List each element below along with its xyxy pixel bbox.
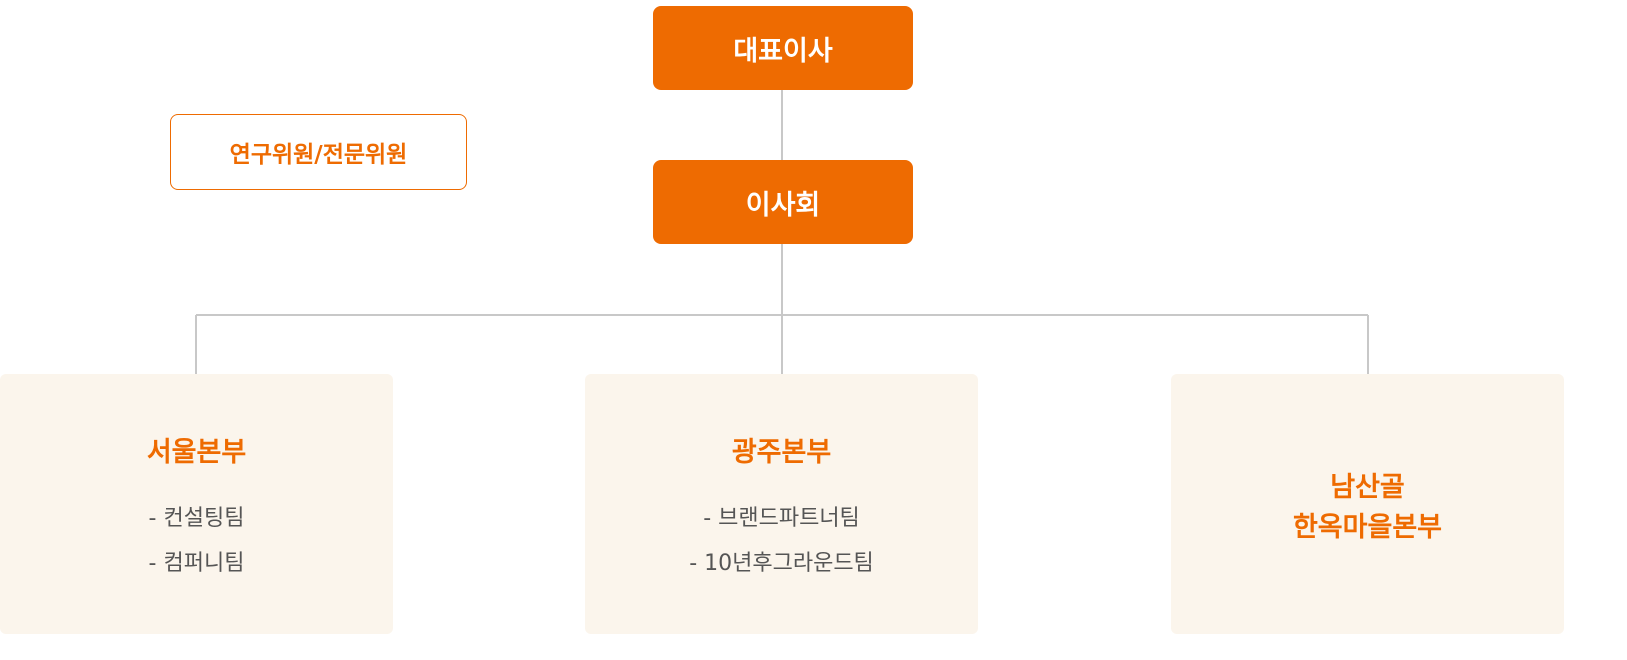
division-gwangju: 광주본부 - 브랜드파트너팀 - 10년후그라운드팀 — [585, 374, 978, 634]
division-title: 남산골 한옥마을본부 — [1171, 468, 1564, 548]
team-item: - 브랜드파트너팀 — [703, 506, 860, 531]
division-title-line: 남산골 — [1330, 472, 1405, 503]
advisors-label: 연구위원/전문위원 — [229, 142, 408, 168]
team-list: - 브랜드파트너팀 - 10년후그라운드팀 — [585, 496, 978, 586]
board-label: 이사회 — [745, 189, 821, 221]
advisors-node: 연구위원/전문위원 — [170, 114, 467, 190]
division-title: 광주본부 — [731, 437, 832, 468]
ceo-label: 대표이사 — [733, 35, 833, 67]
division-seoul: 서울본부 - 컨설팅팀 - 컴퍼니팀 — [0, 374, 393, 634]
division-namsan: 남산골 한옥마을본부 — [1171, 374, 1564, 634]
division-title: 서울본부 — [146, 437, 247, 468]
ceo-node: 대표이사 — [653, 6, 913, 90]
team-list: - 컨설팅팀 - 컴퍼니팀 — [0, 496, 393, 586]
team-item: - 컨설팅팀 — [148, 506, 245, 531]
team-item: - 컴퍼니팀 — [148, 551, 245, 576]
team-item: - 10년후그라운드팀 — [689, 551, 874, 576]
board-node: 이사회 — [653, 160, 913, 244]
division-title-line: 한옥마을본부 — [1292, 512, 1443, 543]
